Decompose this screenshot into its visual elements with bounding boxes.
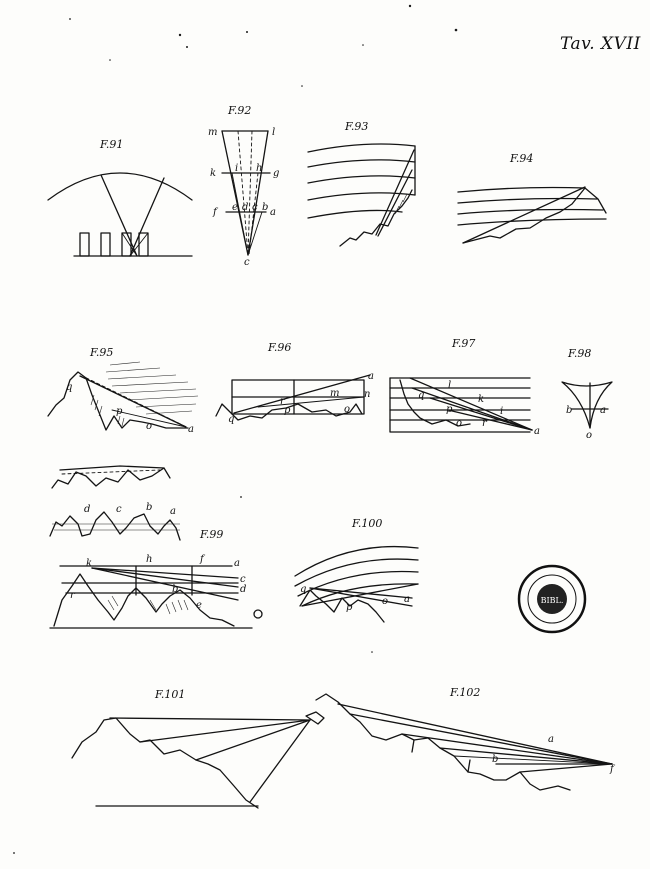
figure-95-diagram: q p o a [47,361,199,435]
figure-96-diagram: a n m r p q o [215,371,374,425]
svg-text:h: h [146,554,152,565]
svg-text:m: m [208,127,217,138]
mountain-sketch-2: d c b a [49,502,181,541]
svg-text:p: p [116,406,123,417]
svg-text:a: a [170,506,176,517]
figure-label-95: F.95 [90,346,114,359]
figure-94-diagram [457,186,607,244]
svg-text:c: c [240,574,246,585]
svg-text:m: m [330,388,339,399]
svg-text:f: f [199,554,206,565]
library-stamp: BIBL. [517,564,587,634]
svg-text:o: o [586,430,592,441]
figure-102-diagram: a b f [315,693,616,791]
svg-text:g: g [273,168,279,179]
svg-text:f: f [609,764,616,775]
svg-text:b: b [262,202,268,213]
svg-text:d: d [242,202,248,213]
figure-101-diagram [71,711,325,809]
svg-text:r: r [280,396,286,407]
svg-text:b: b [492,754,498,765]
stamp-text: BIBL. [541,596,564,605]
figure-label-100: F.100 [352,517,383,530]
svg-text:q: q [66,382,72,393]
figure-label-91: F.91 [100,138,124,151]
svg-text:a: a [188,424,194,435]
figure-93-diagram [307,143,416,247]
figure-label-99: F.99 [200,528,224,541]
svg-text:a: a [270,207,276,218]
svg-text:k: k [86,558,92,569]
svg-text:d: d [84,504,90,515]
svg-text:a: a [600,405,606,416]
svg-text:a: a [368,371,374,382]
svg-text:d: d [240,584,246,595]
figure-100-diagram: q p o a [294,545,419,623]
svg-text:e: e [232,202,238,213]
svg-text:r: r [482,418,488,429]
svg-text:k: k [210,168,216,179]
figure-91-diagram [47,172,193,257]
svg-text:e: e [196,600,202,611]
svg-text:o: o [344,404,350,415]
svg-text:b: b [146,502,152,513]
svg-text:o: o [146,421,152,432]
svg-text:b: b [566,405,572,416]
svg-text:o: o [456,418,462,429]
svg-text:k: k [478,394,484,405]
figure-92-diagram: m l k i h g f e d c b a c [208,127,279,268]
mountain-sketch-1 [51,465,171,489]
svg-text:p: p [346,602,353,613]
svg-text:r: r [70,590,76,601]
svg-text:q: q [300,584,306,595]
svg-text:i: i [500,406,503,417]
svg-text:a: a [548,734,554,745]
svg-text:h: h [256,163,262,174]
svg-text:q: q [228,414,234,425]
svg-text:i: i [235,163,238,174]
svg-text:p: p [284,405,291,416]
svg-text:n: n [364,389,370,400]
svg-text:l: l [272,127,275,138]
figure-label-94: F.94 [510,152,534,165]
figure-label-93: F.93 [345,120,369,133]
figure-99-diagram: k h f a c d r e b [49,554,263,629]
svg-text:q: q [418,390,424,401]
figure-98-diagram: b a o [561,381,613,441]
figure-97-diagram: q l k i p o r a [389,377,540,437]
plate-title: Tav. XVII [560,34,641,54]
svg-text:l: l [448,380,451,391]
figure-label-101: F.101 [155,688,186,701]
svg-text:p: p [446,404,453,415]
ink-specks [13,4,458,854]
figure-label-98: F.98 [568,347,592,360]
svg-text:a: a [534,426,540,437]
svg-text:c: c [252,202,258,213]
svg-text:f: f [212,207,219,218]
figure-label-102: F.102 [450,686,481,699]
svg-text:a: a [234,558,240,569]
svg-text:a: a [404,594,410,605]
svg-text:o: o [382,596,388,607]
svg-text:c: c [116,504,122,515]
figure-label-97: F.97 [452,337,476,350]
figure-label-96: F.96 [268,341,292,354]
figure-label-92: F.92 [228,104,252,117]
svg-text:b: b [172,584,178,595]
svg-text:c: c [244,257,250,268]
